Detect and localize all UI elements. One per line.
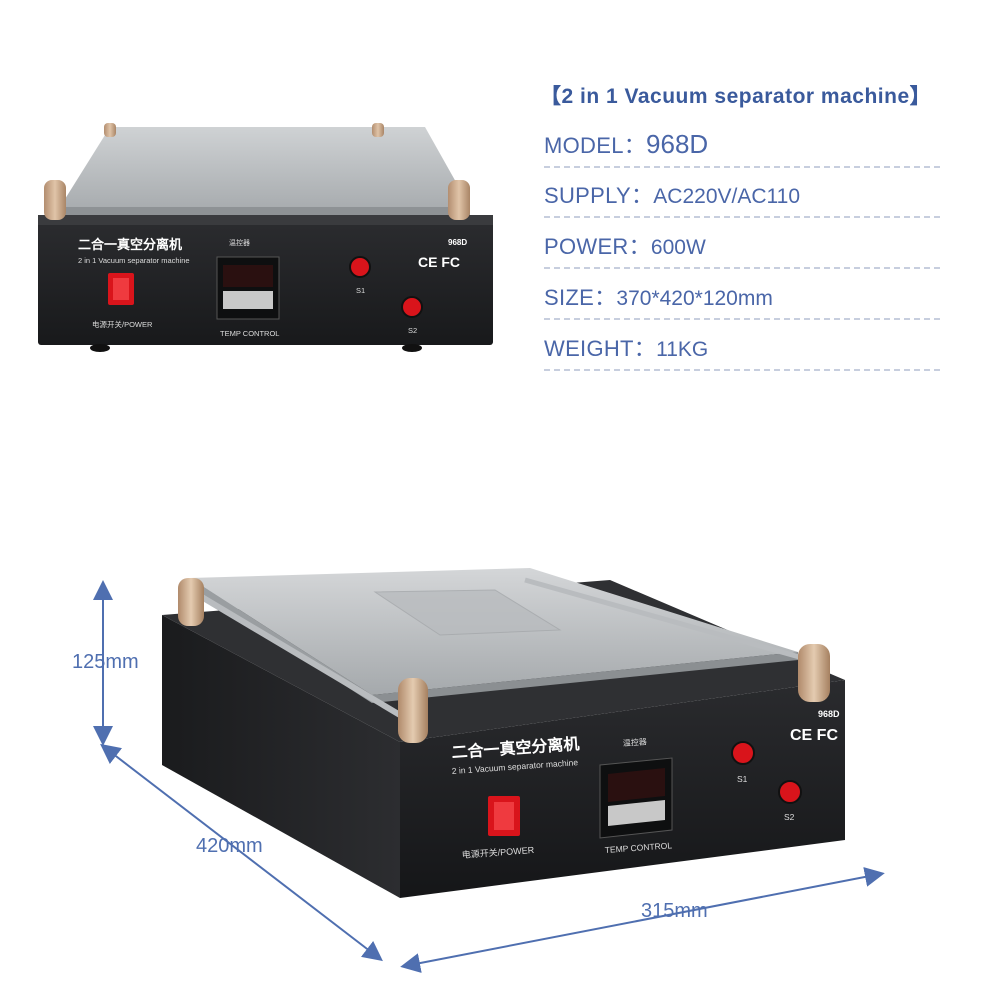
spec-row-supply: SUPPLY：AC220V/AC110 (544, 178, 940, 218)
machine-name-cn: 二合一真空分离机 (78, 237, 182, 252)
spec-label-size: SIZE： (544, 285, 617, 310)
s1-button-large (731, 741, 755, 765)
spec-value-size: 370*420*120mm (616, 287, 773, 310)
spec-label-power: POWER： (544, 234, 651, 259)
power-switch-label-large: 电源开关/POWER (461, 844, 535, 860)
spec-row-size: SIZE：370*420*120mm (544, 280, 940, 320)
power-switch-label: 电源开关/POWER (92, 319, 153, 329)
temp-control-label-large: TEMP CONTROL (604, 840, 672, 855)
s1-label-large: S1 (737, 774, 748, 784)
s2-label-large: S2 (784, 812, 795, 822)
spec-label-model: MODEL： (544, 133, 647, 158)
depth-arrow (100, 743, 383, 962)
spec-label-weight: WEIGHT： (544, 336, 657, 361)
s2-button-large (778, 780, 802, 804)
s1-label: S1 (356, 286, 365, 295)
model-label: 968D (448, 238, 467, 247)
cert-marks: CE FC (418, 254, 460, 270)
rail-bar-left (188, 587, 407, 721)
rail-post-front-left (398, 678, 428, 743)
spec-row-model: MODEL：968D (544, 128, 940, 168)
rail-post-front-right (798, 644, 830, 702)
spec-row-power: POWER：600W (544, 229, 940, 269)
rail-post-back-left (178, 578, 204, 626)
height-dimension: 125mm (72, 651, 139, 673)
spec-value-weight: 11KG (656, 338, 709, 361)
temp-control-label: TEMP CONTROL (220, 329, 279, 338)
model-label-large: 968D (818, 709, 840, 719)
spec-value-supply: AC220V/AC110 (653, 185, 800, 208)
spec-value-power: 600W (650, 236, 706, 259)
machine-name-en: 2 in 1 Vacuum separator machine (78, 256, 190, 265)
cert-marks-large: CE FC (790, 727, 838, 744)
machine-isometric-photo: 二合一真空分离机 2 in 1 Vacuum separator machine… (162, 568, 845, 898)
machine-front-photo: 二合一真空分离机 2 in 1 Vacuum separator machine… (38, 123, 493, 352)
spec-label-supply: SUPPLY： (544, 183, 654, 208)
rail-right (448, 180, 470, 220)
rail-bar-right (524, 577, 811, 663)
width-arrow (400, 867, 885, 973)
spec-title: 【2 in 1 Vacuum separator machine】 (540, 85, 932, 108)
rail-left (44, 180, 66, 220)
temp-cn-label-large: 温控器 (622, 736, 647, 748)
width-dimension: 315mm (641, 900, 708, 922)
depth-dimension: 420mm (196, 835, 263, 857)
s2-label: S2 (408, 326, 417, 335)
heating-plate (60, 127, 470, 207)
temp-cn-label: 温控器 (229, 238, 250, 247)
s2-button (401, 296, 423, 318)
spec-row-weight: WEIGHT：11KG (544, 331, 940, 371)
spec-value-model: 968D (646, 129, 709, 159)
s1-button (349, 256, 371, 278)
